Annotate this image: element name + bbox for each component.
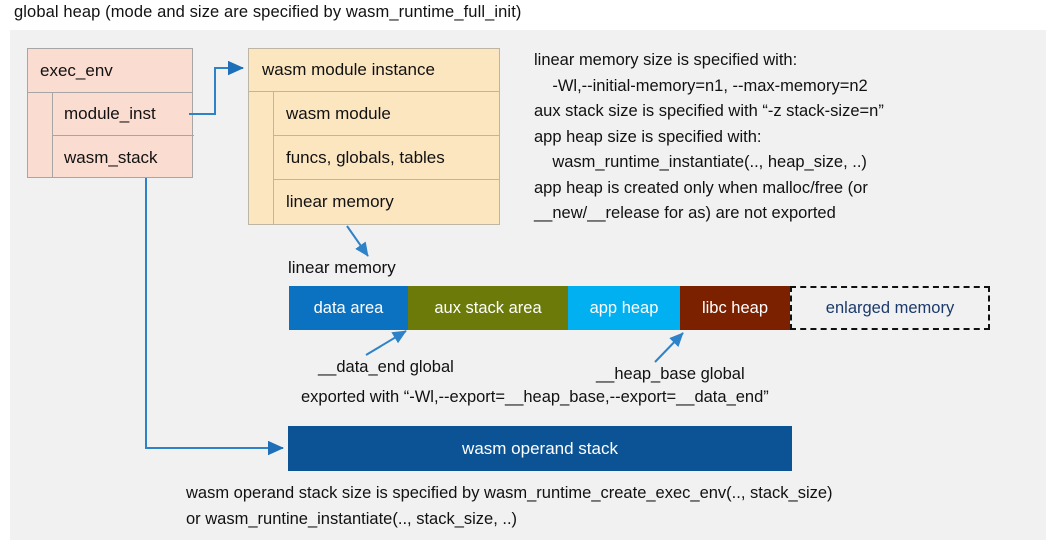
linear-memory-note: linear memory size is specified with: -W… — [534, 51, 884, 222]
exec-env-box: exec_env module_inst wasm_stack — [27, 48, 194, 178]
operand-stack-note: wasm operand stack size is specified by … — [186, 484, 833, 528]
exec-env-header: exec_env — [28, 49, 192, 93]
module-instance-header: wasm module instance — [249, 49, 499, 92]
module-instance-row-linear-memory: linear memory — [286, 192, 394, 211]
module-instance-row-wasm-module: wasm module — [274, 92, 499, 136]
module-instance-gutter — [249, 92, 274, 224]
annotation-data-end: __data_end global — [318, 358, 454, 376]
wasm-module-instance-box: wasm module instance wasm module funcs, … — [248, 48, 500, 225]
memory-segment-aux-stack-area: aux stack area — [408, 286, 568, 330]
exec-env-gutter — [28, 93, 53, 178]
memory-segment-app-heap: app heap — [568, 286, 680, 330]
wasm-operand-stack-box: wasm operand stack — [288, 426, 792, 471]
module-instance-row-funcs-globals-tables: funcs, globals, tables — [274, 136, 499, 180]
exec-env-row-module-inst: module_inst — [53, 93, 194, 136]
annotation-heap-base: __heap_base global — [596, 365, 745, 383]
annotation-exported-with: exported with “-Wl,--export=__heap_base,… — [301, 388, 769, 406]
memory-segment-libc-heap: libc heap — [680, 286, 790, 330]
exec-env-row-wasm-stack: wasm_stack — [64, 147, 158, 167]
memory-segment-data-area: data area — [289, 286, 408, 330]
linear-memory-label: linear memory — [288, 258, 396, 277]
memory-segment-enlarged-memory: enlarged memory — [790, 286, 990, 330]
diagram-title: global heap (mode and size are specified… — [14, 3, 522, 21]
